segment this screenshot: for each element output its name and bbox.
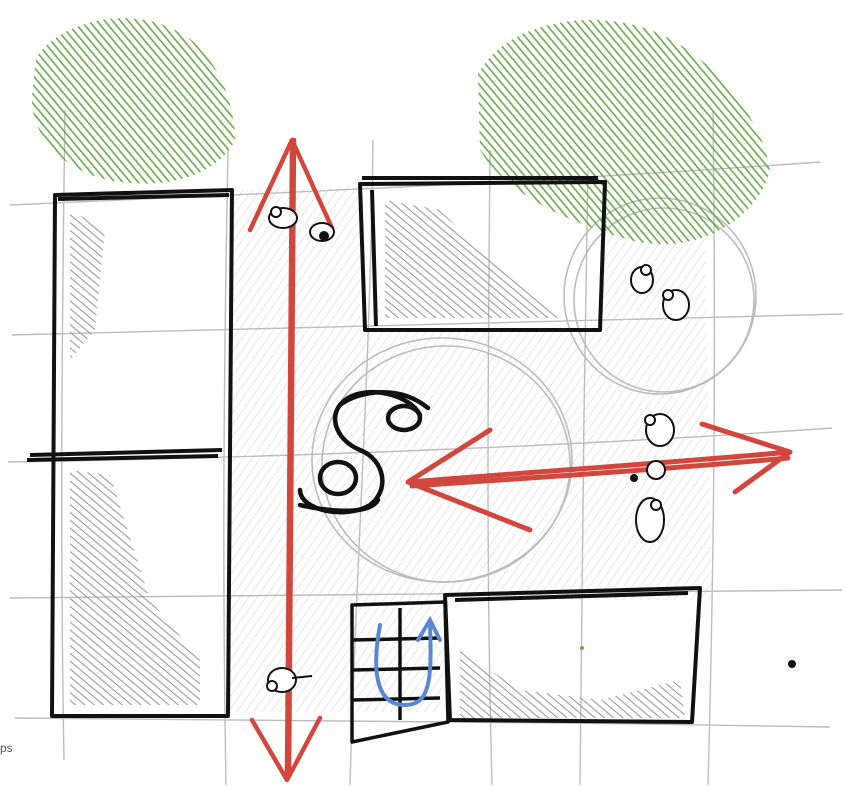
ink-dot — [788, 660, 796, 668]
edge-text-fragment: ps — [0, 741, 13, 755]
tree-canopy-icon — [32, 18, 235, 184]
ink-dot — [580, 646, 584, 650]
tree-canopy-icon — [478, 20, 770, 244]
